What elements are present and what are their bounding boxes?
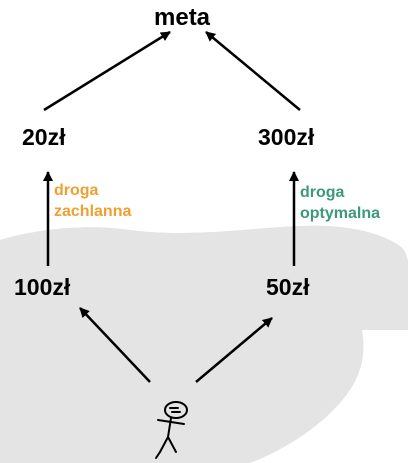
- optimal-path-line2: optymalna: [300, 205, 381, 222]
- stick-figure-icon: [155, 401, 188, 459]
- region-lower-curve: [250, 330, 408, 463]
- goal-label: meta: [154, 4, 211, 31]
- optimal-path-label: droga optymalna: [300, 182, 380, 224]
- node-50zl: 50zł: [266, 274, 310, 300]
- node-100zl: 100zł: [14, 274, 71, 300]
- arrow-start-to-50: [195, 317, 273, 383]
- arrow-20-to-meta: [43, 30, 171, 112]
- greedy-path-label: droga zachlanna: [54, 180, 131, 222]
- arrow-300-to-meta: [205, 31, 301, 111]
- node-300zl: 300zł: [258, 124, 315, 150]
- node-20zl: 20zł: [22, 124, 66, 150]
- start-region-edge: [0, 225, 408, 463]
- arrow-start-to-100: [79, 307, 151, 383]
- greedy-path-line1: droga: [54, 182, 99, 199]
- greedy-path-line2: zachlanna: [54, 203, 132, 220]
- optimal-path-line1: droga: [300, 184, 345, 201]
